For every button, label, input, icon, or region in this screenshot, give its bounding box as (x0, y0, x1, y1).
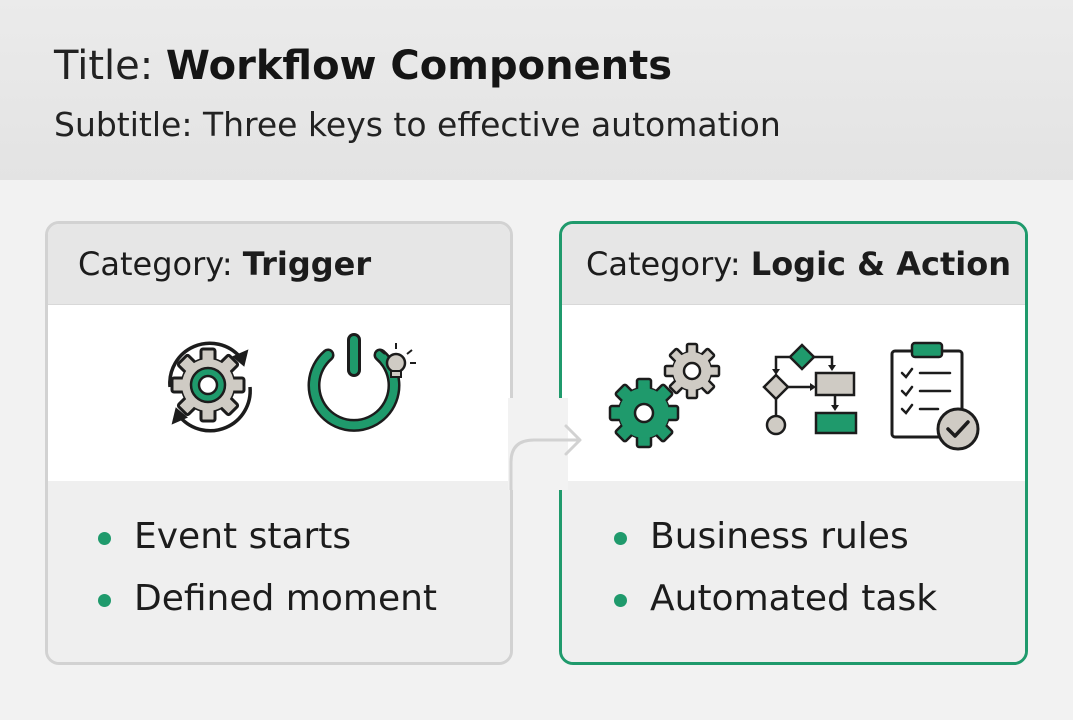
logic-action-card: Category: Logic & Action (559, 221, 1028, 665)
bullet-dot (98, 532, 111, 545)
bullet-text: Event starts (134, 516, 352, 557)
category-label: Category: Logic & Action (586, 240, 1011, 288)
trigger-card: Category: Trigger (45, 221, 513, 665)
title-prefix: Title: (54, 43, 154, 89)
icon-band (562, 305, 1025, 481)
page-subtitle: Subtitle: Three keys to effective automa… (54, 100, 781, 150)
category-label: Category: Trigger (78, 240, 371, 288)
bullet-text: Automated task (650, 578, 938, 619)
checklist-clipboard-icon (890, 341, 980, 451)
gears-icon (608, 342, 721, 449)
icon-band (48, 305, 510, 481)
bullet-item: Automated task (614, 575, 937, 623)
category-prefix: Category: (586, 245, 741, 283)
page-title: Title: Workflow Components (54, 38, 672, 94)
power-bulb-icon (307, 333, 416, 432)
subtitle-text: Three keys to effective automation (202, 105, 781, 144)
bullet-item: Event starts (98, 513, 351, 561)
category-value: Logic & Action (750, 245, 1011, 283)
cycle-gear-icon (168, 341, 252, 433)
header-band: Title: Workflow Components Subtitle: Thr… (0, 0, 1073, 180)
bullet-dot (614, 532, 627, 545)
subtitle-prefix: Subtitle: (54, 105, 193, 144)
bullet-text: Business rules (650, 516, 909, 557)
category-prefix: Category: (78, 245, 233, 283)
bullet-text: Defined moment (134, 578, 438, 619)
title-text: Workflow Components (165, 43, 673, 89)
bullet-dot (98, 594, 111, 607)
category-bar: Category: Logic & Action (562, 224, 1025, 305)
bullet-list: Event starts Defined moment (48, 481, 510, 662)
category-value: Trigger (242, 245, 372, 283)
flowchart-icon (762, 343, 858, 436)
bullet-list: Business rules Automated task (562, 481, 1025, 662)
bullet-item: Business rules (614, 513, 909, 561)
bullet-dot (614, 594, 627, 607)
category-bar: Category: Trigger (48, 224, 510, 305)
bullet-item: Defined moment (98, 575, 437, 623)
